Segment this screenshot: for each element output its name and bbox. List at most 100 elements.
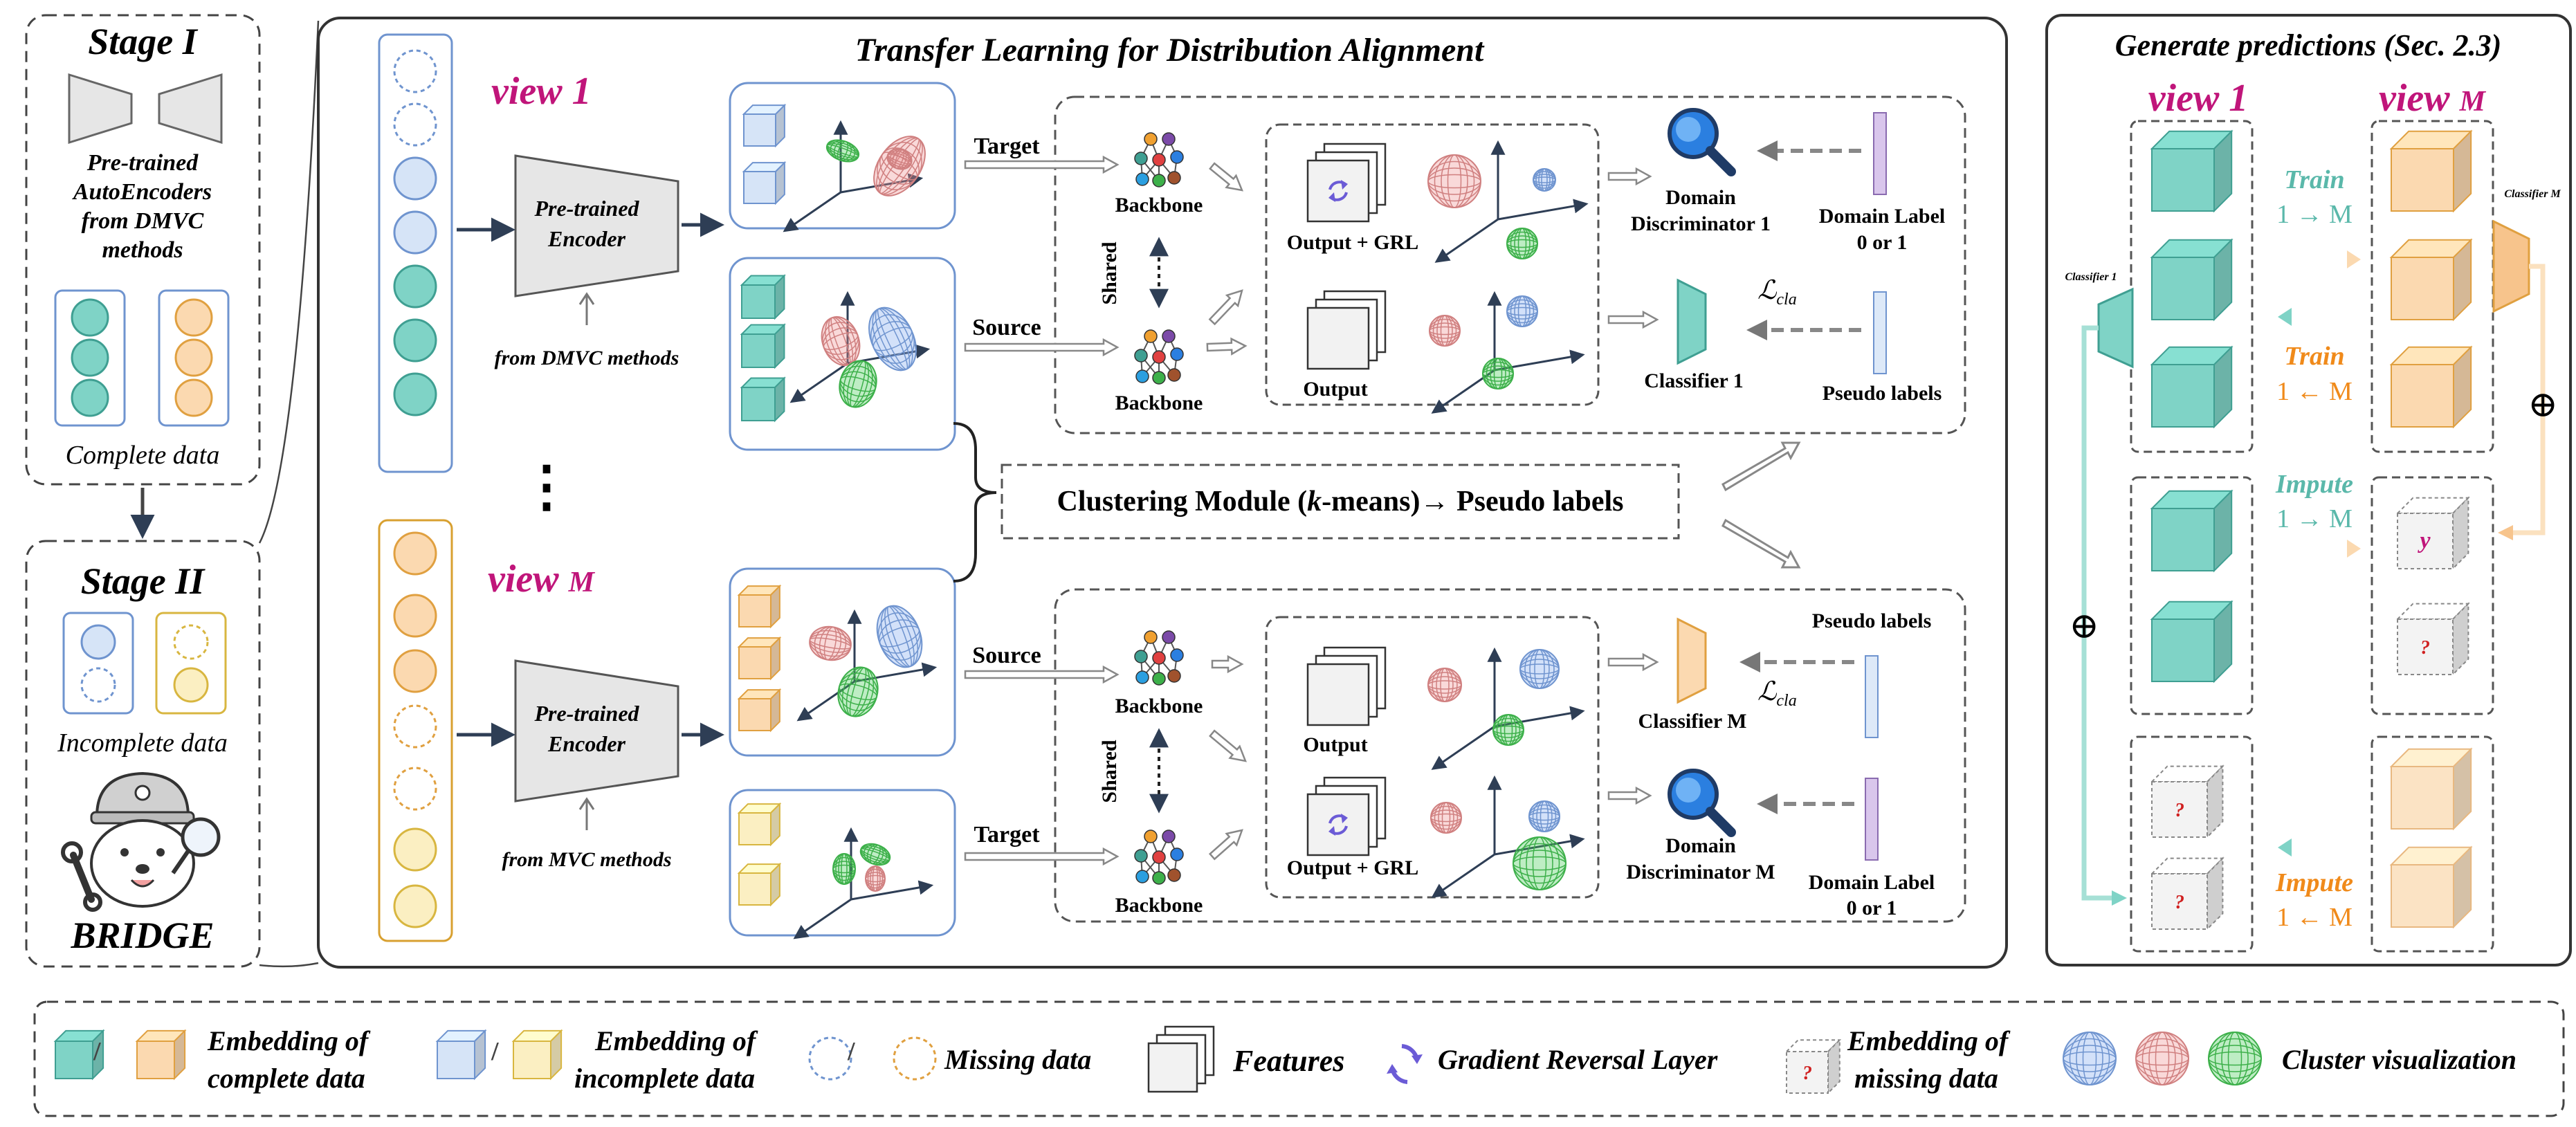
gen-teal-path xyxy=(2081,325,2114,901)
gen-teal-arrowhead xyxy=(2112,890,2127,906)
output-label-1: Output xyxy=(1303,378,1367,401)
gen-impute-bwd: Impute xyxy=(2275,868,2353,897)
legend-features-icon xyxy=(1147,1025,1215,1093)
emb-box-viewM-target xyxy=(729,789,956,937)
stage1-panel: Stage I Pre-trained AutoEncoders from DM… xyxy=(25,14,261,486)
stage1-desc-3: from DMVC xyxy=(82,208,204,234)
loss-cla-1: ℒcla xyxy=(1757,276,1797,309)
arrow-bb-out-2 xyxy=(1206,337,1248,356)
legend-emb-incomplete-1: Embedding of xyxy=(594,1025,758,1056)
bridge-mascot-icon xyxy=(61,771,221,912)
legend-teal-cube-icon xyxy=(53,1029,105,1081)
source-label-bottom: Source xyxy=(972,643,1041,668)
viewM-input-column xyxy=(378,519,453,942)
embedding-boxes xyxy=(729,82,956,940)
legend-slash-1: / xyxy=(93,1037,101,1066)
svg-text:Encoder: Encoder xyxy=(547,226,626,251)
svg-text:Pre-trained: Pre-trained xyxy=(533,701,639,726)
axes-output-2a xyxy=(1431,647,1585,770)
cluster-green-icon xyxy=(1513,836,1566,890)
cluster-red-icon xyxy=(1427,668,1462,702)
svg-text:Discriminator M: Discriminator M xyxy=(1626,861,1775,883)
pseudo-labels-1: Pseudo labels xyxy=(1823,382,1942,405)
gen-cube-v1-train xyxy=(2150,129,2234,213)
cluster-blue-icon xyxy=(868,306,917,372)
arrow-target-top xyxy=(964,155,1120,174)
cluster-green-icon xyxy=(825,139,860,163)
legend-cluster-red-icon xyxy=(2135,1032,2189,1085)
svg-text:Pre-trained: Pre-trained xyxy=(533,196,639,221)
svg-text:?: ? xyxy=(2175,800,2184,821)
output-grl-stack-1 xyxy=(1306,143,1387,223)
gen-imputed-cube-vM xyxy=(2389,747,2473,831)
gen-orange-path xyxy=(2510,264,2546,535)
emb-cube-viewM-target xyxy=(737,862,782,907)
legend-missing-blue-icon xyxy=(808,1036,852,1081)
gen-orange-arrowhead xyxy=(2498,525,2513,540)
clustering-text: Clustering Module (k-means)→ Pseudo labe… xyxy=(1057,486,1623,517)
cluster-blue-icon xyxy=(1533,168,1556,192)
backbone-label-4: Backbone xyxy=(1115,894,1203,917)
legend: ? / Embedding of complete data / Embeddi… xyxy=(33,1000,2565,1117)
gen-oplus-left: ⊕ xyxy=(2069,607,2099,646)
da-container-view1 xyxy=(1054,95,1966,434)
cluster-green-icon xyxy=(837,666,879,717)
legend-cluster: Cluster visualization xyxy=(2282,1044,2516,1075)
domain-label-Mb: 0 or 1 xyxy=(1847,897,1897,919)
gen-box-v1-mid xyxy=(2130,476,2254,715)
svg-text:Discriminator 1: Discriminator 1 xyxy=(1631,212,1771,235)
arrow-bb-out-3 xyxy=(1211,654,1244,674)
clustering-brace xyxy=(953,422,997,583)
output-features xyxy=(1306,140,1589,898)
stage2-brand: BRIDGE xyxy=(70,915,214,956)
cluster-red-icon xyxy=(1430,802,1462,834)
classifier-M: Classifier M xyxy=(1638,617,1747,733)
domain-label-1b: 0 or 1 xyxy=(1857,231,1908,254)
gen-train-bwd-dir: 1 ← M xyxy=(2276,377,2353,406)
legend-blue-cube-icon xyxy=(435,1029,487,1081)
stage2-panel: Stage II Incomplete data BRID xyxy=(25,540,261,968)
connector-bottom xyxy=(259,962,319,968)
output-grl-label-2: Output + GRL xyxy=(1287,856,1418,879)
gen-cube-vM-train xyxy=(2389,345,2473,429)
gen-view1-label: view 1 xyxy=(2148,77,2249,120)
flow-arrows xyxy=(964,155,1659,866)
stage1-complete-teal xyxy=(54,289,126,427)
legend-cluster-blue-icon xyxy=(2063,1032,2117,1085)
arrow-bb-out-2b xyxy=(1208,289,1243,326)
stage1-desc-2: AutoEncoders xyxy=(72,179,212,205)
gen-missing-cube-v1: ? xyxy=(2150,856,2225,931)
view-ellipsis: ⋮ xyxy=(519,457,574,517)
legend-slash-3: / xyxy=(847,1037,855,1066)
backbone-label-1: Backbone xyxy=(1115,194,1203,217)
from-dmvc-label: from DMVC methods xyxy=(495,347,679,369)
connector-top xyxy=(258,20,320,544)
legend-emb-complete-2: complete data xyxy=(208,1063,365,1094)
stage2-caption: Incomplete data xyxy=(57,729,228,758)
svg-text:Encoder: Encoder xyxy=(547,731,626,756)
stage1-complete-orange xyxy=(158,289,230,427)
shared-label-top: Shared xyxy=(1098,241,1121,304)
svg-text:Classifier M: Classifier M xyxy=(1638,710,1747,733)
emb-cube-view1-source xyxy=(740,376,786,423)
gen-cube-vM-train xyxy=(2389,129,2473,213)
domain-label-1a: Domain Label xyxy=(1819,205,1946,228)
legend-emb-missing-1: Embedding of xyxy=(1847,1025,2011,1056)
backbone-networks xyxy=(1134,132,1184,885)
emb-cube-viewM-target xyxy=(737,802,782,847)
gen-cubes: ??y? xyxy=(2150,129,2473,931)
gen-oplus-right: ⊕ xyxy=(2528,385,2558,425)
arrow-to-cls-M xyxy=(1607,652,1659,672)
gen-imputed-cube-vM: y xyxy=(2395,496,2470,571)
clustering-output-arrows xyxy=(1721,441,1801,569)
generate-panel: Generate predictions (Sec. 2.3) view 1 v… xyxy=(2045,14,2572,966)
output-stack-2 xyxy=(1306,646,1387,726)
source-label-top: Source xyxy=(972,315,1041,340)
svg-text:?: ? xyxy=(2175,892,2184,913)
cluster-red-icon xyxy=(865,865,886,892)
svg-text:Classifier 1: Classifier 1 xyxy=(1644,369,1744,392)
classifier-1: Classifier 1 xyxy=(1644,278,1744,392)
target-label-bottom: Target xyxy=(974,822,1040,847)
gen-train-fwd-dir: 1 → M xyxy=(2276,200,2353,229)
